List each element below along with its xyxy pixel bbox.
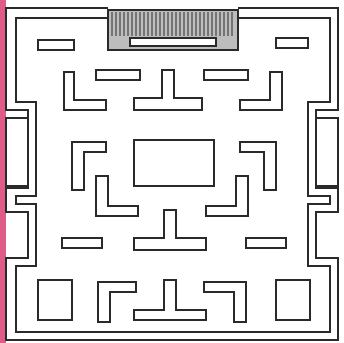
wall-center-box: [134, 140, 214, 186]
outer-wall-outer-line: [6, 8, 338, 340]
wall-bottom-right-L: [204, 282, 246, 322]
outer-wall-inner-line: [16, 18, 330, 332]
wall-left-pocket: [6, 118, 28, 186]
wall-upper-right-bar: [204, 70, 248, 80]
wall-top-left-bar: [38, 40, 74, 50]
wall-mid-right-corner: [240, 142, 276, 190]
wall-left-L-upper: [64, 72, 106, 110]
wall-bottom-left-L: [98, 282, 136, 322]
wall-top-right-bar: [276, 38, 308, 48]
wall-mid-left-corner: [72, 142, 106, 190]
wall-upper-T: [134, 70, 202, 110]
wall-lower-right-L: [206, 176, 248, 216]
wall-lower-T: [134, 210, 206, 250]
wall-lower-left-L: [96, 176, 138, 216]
wall-lower-right-bar: [246, 238, 286, 248]
wall-right-pocket: [316, 118, 338, 186]
wall-upper-left-bar: [96, 70, 140, 80]
wall-right-L-upper: [240, 72, 282, 110]
wall-lower-left-bar: [62, 238, 102, 248]
ghost-house-door: [130, 38, 216, 46]
wall-bottom-right-box: [276, 280, 310, 320]
wall-bottom-left-box: [38, 280, 72, 320]
wall-bottom-inverted-T: [134, 280, 206, 320]
